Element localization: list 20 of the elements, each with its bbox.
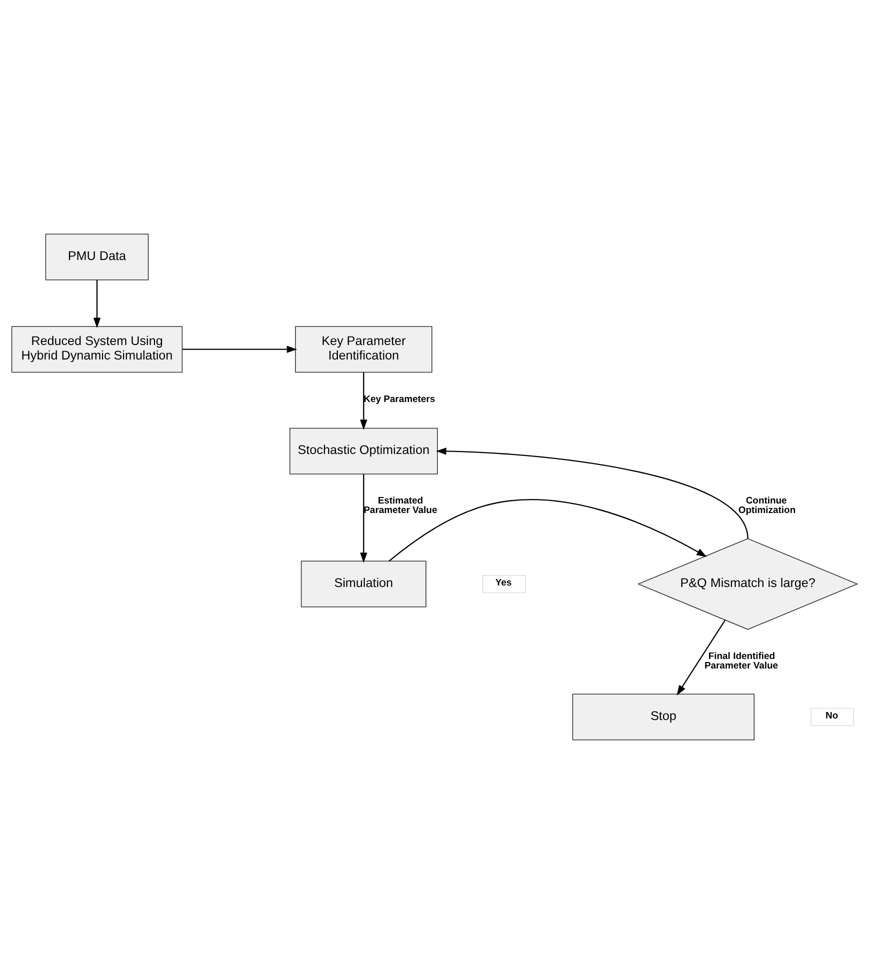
node-box: Reduced System Using Hybrid Dynamic Simulation: [11, 326, 183, 372]
node-box: Key Parameter Identification: [295, 326, 432, 372]
arrow: [93, 280, 101, 328]
arrow: [436, 447, 748, 538]
node-box: Stochastic Optimization: [289, 427, 438, 474]
edge-label: Estimated Parameter Value: [364, 495, 438, 516]
node-box: PMU Data: [45, 233, 149, 280]
node-box: Simulation: [300, 560, 426, 607]
edge-label: Final Identified Parameter Value: [704, 650, 778, 672]
node-diamond: P&Q Mismatch is large?: [637, 538, 858, 630]
edge-label: Continue Optimization: [738, 495, 796, 516]
arrow: [388, 498, 707, 562]
edge-label: Key Parameters: [364, 393, 436, 404]
label: Yes: [495, 577, 512, 588]
arrow: [360, 372, 368, 430]
arrow: [676, 619, 726, 695]
node-box: Stop: [572, 693, 755, 740]
arrow: [360, 474, 368, 562]
label: No: [826, 710, 838, 722]
arrow: [182, 345, 298, 352]
